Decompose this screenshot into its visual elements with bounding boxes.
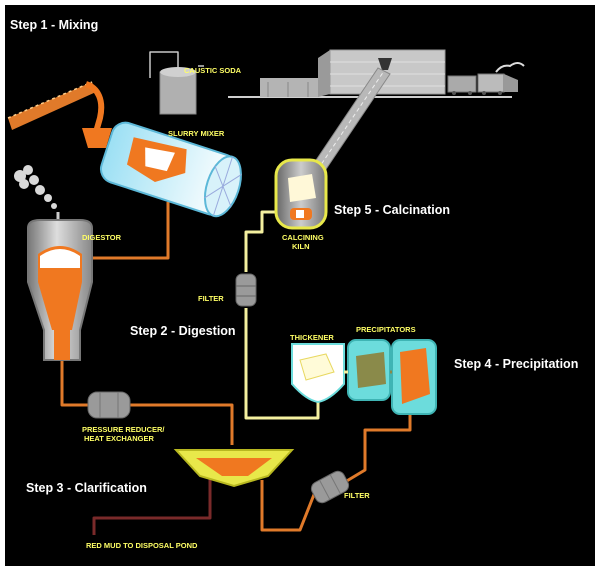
precipitator-1 [347,339,391,401]
caustic-soda-tank [159,71,197,115]
calcining-kiln [274,158,328,230]
train [447,62,525,95]
pressure-reducer [87,391,131,419]
digestor-vessel [27,219,93,361]
bauxite-conveyor [8,82,96,130]
thickener [291,343,345,404]
pressure-reducer-label-1: PRESSURE REDUCER/ [82,425,165,434]
pipe-reducer-to-clarifier [130,403,234,445]
red-mud-label: RED MUD TO DISPOSAL POND [86,541,198,550]
filter-top-label: FILTER [198,294,224,303]
step-2-title: Step 2 - Digestion [130,324,236,338]
clarifier [173,449,295,488]
pipe-thickener-to-filter [244,308,320,420]
slurry-mixer [99,121,242,218]
pipe-digestor-to-reducer [60,360,88,407]
step-3-title: Step 3 - Clarification [26,481,147,495]
slurry-mixer-label: SLURRY MIXER [168,129,225,138]
bauxite-hopper [82,128,112,148]
calcining-kiln-label-1: CALCINING [282,233,324,242]
step-5-title: Step 5 - Calcination [334,203,450,217]
pipe-clarifier-to-filter [260,480,317,532]
caustic-soda-label: CAUSTIC SODA [184,66,242,75]
storage-building [228,49,512,98]
filter-bottom-label: FILTER [344,491,370,500]
steam-plume [14,165,57,209]
calcining-kiln-label-2: KILN [292,242,310,251]
pipe-mixer-to-digestor [72,202,170,260]
step-1-title: Step 1 - Mixing [10,18,98,32]
filter-bottom [310,470,350,504]
pipes [60,51,412,535]
pipe-filter-to-precipitator [344,410,412,484]
pipe-red-mud [92,478,212,535]
thickener-label: THICKENER [290,333,334,342]
precipitators-label: PRECIPITATORS [356,325,416,334]
pipe-caustic-soda [149,51,179,78]
digestor-label: DIGESTOR [82,233,122,242]
pipe-filter-to-kiln [244,210,278,272]
pressure-reducer-label-2: HEAT EXCHANGER [84,434,154,443]
background [5,5,595,566]
filter-top [235,273,257,307]
precipitator-2 [391,339,437,415]
step-4-title: Step 4 - Precipitation [454,357,578,371]
